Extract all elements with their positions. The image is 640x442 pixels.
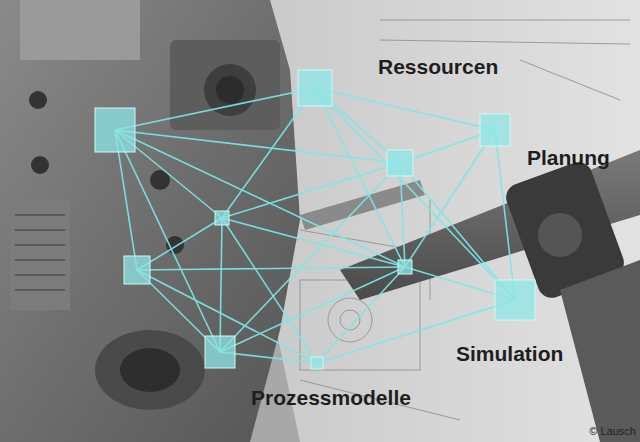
category-label: Ressourcen <box>378 55 498 79</box>
network-lines <box>115 88 515 363</box>
copyright-note: © Lausch <box>589 425 636 438</box>
category-label: Prozessmodelle <box>251 386 411 410</box>
network-squares <box>95 70 535 369</box>
category-label: Simulation <box>456 342 563 366</box>
category-label: Planung <box>527 146 610 170</box>
